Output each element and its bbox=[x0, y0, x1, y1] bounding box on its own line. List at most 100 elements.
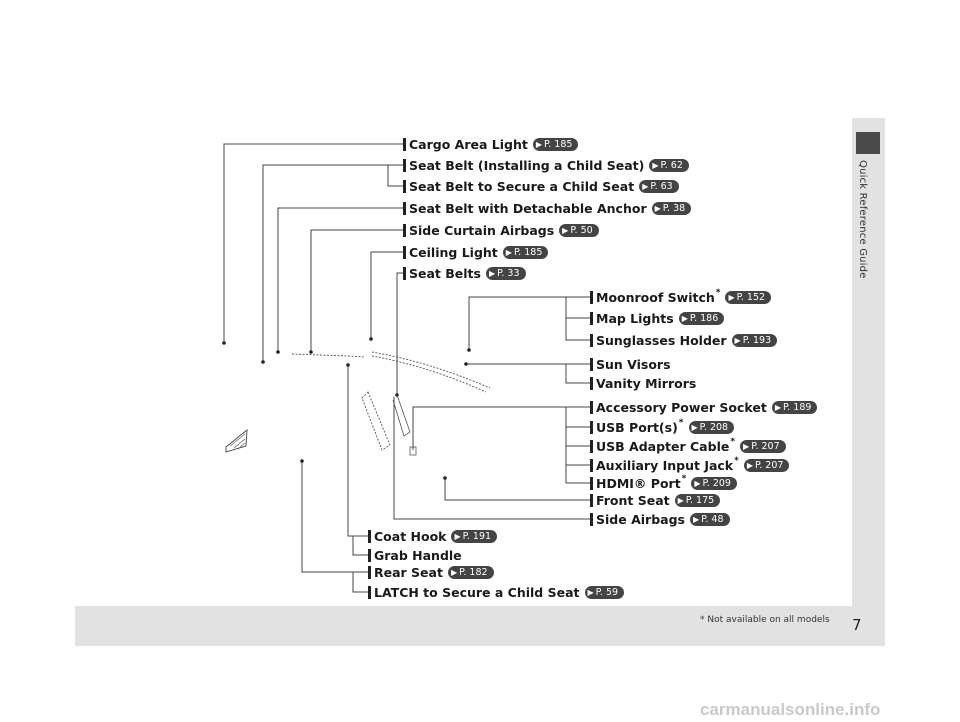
page-reference-link[interactable]: ▶P. 38 bbox=[651, 201, 692, 215]
arrow-right-icon: ▶ bbox=[488, 268, 496, 278]
page-reference-text: P. 185 bbox=[513, 246, 543, 258]
footnote-asterisk: * bbox=[730, 437, 736, 447]
page-reference-link[interactable]: ▶P. 175 bbox=[674, 493, 721, 507]
page-reference-text: P. 182 bbox=[459, 566, 488, 578]
arrow-right-icon: ▶ bbox=[450, 567, 458, 577]
page-reference-text: P. 191 bbox=[462, 530, 492, 542]
page-reference-link[interactable]: ▶P. 152 bbox=[725, 290, 772, 304]
page-reference-text: P. 208 bbox=[699, 421, 729, 433]
footnote-asterisk: * bbox=[681, 474, 687, 484]
callout-bar-icon bbox=[590, 512, 593, 526]
arrow-right-icon: ▶ bbox=[728, 292, 735, 302]
callout-bar-icon bbox=[403, 266, 406, 280]
page-reference-link[interactable]: ▶P. 209 bbox=[691, 476, 737, 490]
leader-dot bbox=[464, 362, 468, 366]
callout-bar-icon bbox=[590, 357, 593, 371]
arrow-right-icon: ▶ bbox=[535, 139, 542, 149]
callout-label: Coat Hook▶P. 191 bbox=[368, 528, 498, 544]
page-reference-link[interactable]: ▶P. 191 bbox=[451, 529, 498, 543]
page-reference-link[interactable]: ▶P. 185 bbox=[532, 137, 579, 151]
callout-bar-icon bbox=[590, 400, 593, 414]
callout-bar-icon bbox=[403, 137, 406, 151]
callout-text: Vanity Mirrors bbox=[596, 375, 697, 391]
callout-bar-icon bbox=[403, 179, 406, 193]
page-reference-text: P. 38 bbox=[662, 202, 686, 214]
callout-label: Side Airbags ▶P. 48 bbox=[590, 511, 730, 527]
leader-dots bbox=[222, 337, 471, 480]
page-reference-link[interactable]: ▶P. 207 bbox=[740, 439, 786, 453]
leader-dot bbox=[300, 459, 304, 463]
callout-label: Seat Belt with Detachable Anchor ▶P. 38 bbox=[403, 200, 692, 216]
leader-moonroof bbox=[468, 296, 590, 350]
arrow-right-icon: ▶ bbox=[774, 402, 781, 412]
page-reference-text: P. 48 bbox=[701, 513, 724, 525]
leader-sunglasses bbox=[565, 318, 590, 341]
leader-seat-belt-installing bbox=[262, 164, 403, 362]
callout-label: Vanity Mirrors bbox=[590, 375, 696, 391]
callout-label: Sun Visors bbox=[590, 356, 671, 372]
arrow-right-icon: ▶ bbox=[587, 587, 594, 597]
callout-label: HDMI® Port* ▶P. 209 bbox=[590, 474, 737, 491]
page-reference-link[interactable]: ▶P. 193 bbox=[731, 333, 778, 347]
page-reference-link[interactable]: ▶P. 182 bbox=[447, 565, 494, 579]
roofline-outline bbox=[291, 353, 366, 358]
page-background-right bbox=[852, 118, 885, 646]
leader-hdmi bbox=[565, 465, 590, 484]
arrow-right-icon: ▶ bbox=[505, 247, 512, 257]
callout-text: HDMI® Port bbox=[596, 475, 681, 491]
callout-text: Cargo Area Light bbox=[409, 136, 528, 152]
page-reference-link[interactable]: ▶P. 48 bbox=[689, 512, 730, 526]
page-reference-link[interactable]: ▶P. 185 bbox=[502, 245, 549, 259]
callout-bar-icon bbox=[590, 493, 593, 507]
callout-label: Seat Belts ▶P. 33 bbox=[403, 265, 526, 281]
page-number: 7 bbox=[852, 616, 862, 634]
section-tab bbox=[856, 132, 880, 154]
page-reference-link[interactable]: ▶P. 59 bbox=[584, 585, 625, 599]
callout-text: Grab Handle bbox=[374, 547, 462, 563]
callout-label: Cargo Area Light ▶P. 185 bbox=[403, 136, 579, 152]
console-outline bbox=[409, 446, 417, 456]
arrow-right-icon: ▶ bbox=[691, 422, 698, 432]
callout-text: USB Port(s) bbox=[596, 419, 678, 435]
callout-text: Side Curtain Airbags bbox=[409, 222, 555, 238]
callout-text: Side Airbags bbox=[596, 511, 685, 527]
page-reference-link[interactable]: ▶P. 63 bbox=[639, 179, 679, 193]
page-reference-link[interactable]: ▶P. 33 bbox=[485, 266, 526, 280]
callout-bar-icon bbox=[403, 201, 406, 215]
page-reference-text: P. 152 bbox=[736, 291, 766, 303]
callout-label: Rear Seat▶P. 182 bbox=[368, 564, 494, 580]
leader-dot bbox=[369, 337, 373, 341]
page-reference-link[interactable]: ▶P. 189 bbox=[771, 400, 818, 414]
callout-text: Seat Belts bbox=[409, 265, 481, 281]
callout-text: Sun Visors bbox=[596, 356, 671, 372]
leader-side-airbags bbox=[393, 397, 590, 520]
page-reference-link[interactable]: ▶P. 208 bbox=[688, 420, 735, 434]
callout-bar-icon bbox=[590, 458, 593, 472]
page-reference-link[interactable]: ▶P. 62 bbox=[649, 158, 689, 172]
leader-dot bbox=[222, 341, 226, 345]
callout-text: Moonroof Switch bbox=[596, 289, 715, 305]
callout-text: USB Adapter Cable bbox=[596, 438, 730, 454]
page-reference-text: P. 175 bbox=[685, 494, 715, 506]
vehicle-outline bbox=[225, 351, 491, 456]
callout-text: Seat Belt with Detachable Anchor bbox=[409, 200, 647, 216]
leader-side-curtain bbox=[310, 229, 403, 352]
leader-dot bbox=[346, 363, 350, 367]
callout-bar-icon bbox=[590, 311, 593, 325]
callout-bar-icon bbox=[368, 585, 371, 599]
page-reference-link[interactable]: ▶P. 186 bbox=[678, 311, 725, 325]
leader-dot bbox=[309, 350, 313, 354]
callout-text: LATCH to Secure a Child Seat bbox=[374, 584, 580, 600]
callout-bar-icon bbox=[590, 333, 593, 347]
leader-usb-adapter bbox=[565, 427, 590, 447]
leader-seat-belts bbox=[396, 272, 403, 395]
leader-seat-belt-secure bbox=[387, 165, 403, 187]
callout-label: Auxiliary Input Jack*▶P. 207 bbox=[590, 456, 790, 473]
cargo-net-mesh bbox=[229, 433, 246, 450]
leader-dot bbox=[443, 476, 447, 480]
page-reference-link[interactable]: ▶P. 207 bbox=[743, 458, 790, 472]
page-reference-link[interactable]: ▶P. 50 bbox=[559, 223, 599, 237]
watermark: carmanualsonline.info bbox=[700, 700, 881, 719]
